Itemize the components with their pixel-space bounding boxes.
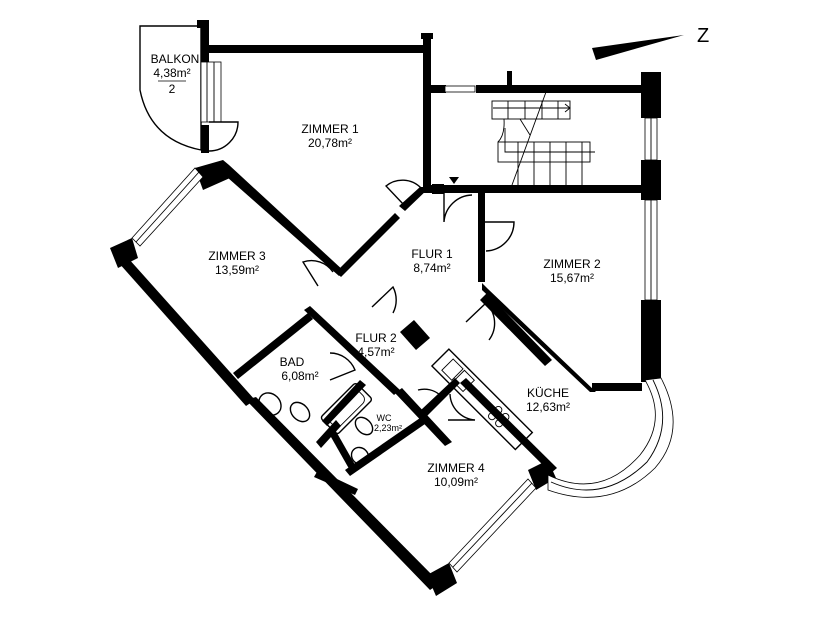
window-stair-top: [444, 85, 476, 93]
door-zimmer2: [485, 221, 515, 252]
wall-flur1-diagonal: [336, 213, 400, 277]
label-zimmer1-name: ZIMMER 1: [301, 122, 359, 136]
staircase: [491, 91, 595, 186]
wall-z4-kueche: [460, 378, 557, 473]
doors: [208, 121, 515, 421]
label-zimmer2-name: ZIMMER 2: [543, 257, 601, 271]
door-zimmer3: [301, 259, 334, 287]
door-flur2: [371, 285, 397, 314]
wall-stair-bottom: [430, 185, 645, 193]
wall-bad-wc: [322, 380, 366, 426]
bad-sink: [258, 392, 282, 416]
label-bad-area: 6,08m²: [281, 369, 318, 383]
wall-east-bottom: [641, 300, 661, 382]
kitchen-counter: [430, 348, 534, 451]
door-bad: [329, 352, 356, 381]
label-balkon-name: BALKON: [151, 52, 200, 66]
corner-z3-left: [110, 238, 138, 268]
door-kueche: [465, 302, 496, 341]
wall-stair-top: [476, 85, 646, 93]
north-arrow-head: [592, 35, 684, 60]
wc-sink: [350, 446, 370, 466]
label-flur2-name: FLUR 2: [355, 331, 397, 345]
door-zimmer1: [384, 179, 422, 206]
north-arrow: Z: [592, 25, 709, 60]
wall-bad-top: [233, 313, 313, 379]
wall-wc-bottom: [345, 418, 425, 476]
wall-z1-right: [423, 33, 431, 193]
walls: [110, 20, 661, 596]
wall-z3-sw: [118, 258, 255, 406]
label-zimmer1-area: 20,78m²: [308, 136, 352, 150]
north-label: Z: [697, 25, 709, 47]
label-kueche-name: KÜCHE: [527, 386, 569, 400]
room-labels: BALKON 4,38m² 2 ZIMMER 1 20,78m² ZIMMER …: [151, 52, 601, 489]
label-balkon-number: 2: [169, 82, 176, 96]
label-zimmer3-area: 13,59m²: [215, 263, 259, 277]
wall-z1-left-bottom: [201, 125, 209, 153]
wall-z3-ne: [219, 160, 345, 276]
label-zimmer4-name: ZIMMER 4: [427, 461, 485, 475]
label-flur2-area: 4,57m²: [357, 345, 394, 359]
door-balkon: [208, 121, 239, 152]
label-zimmer3-name: ZIMMER 3: [208, 249, 266, 263]
wc-toilet: [354, 416, 374, 436]
label-bad-name: BAD: [280, 355, 305, 369]
label-zimmer4-area: 10,09m²: [434, 475, 478, 489]
wall-flur2-left: [304, 306, 400, 395]
wall-east-top: [641, 72, 661, 118]
fixtures: [258, 348, 534, 466]
balcony-window: [200, 61, 222, 123]
wall-z1-left-top: [201, 20, 209, 62]
window-kueche-bay: [547, 377, 674, 498]
label-wc-area: 2,23m²: [374, 423, 402, 433]
wall-z1-top: [206, 45, 430, 53]
entrance-marker: [449, 177, 459, 184]
label-kueche-area: 12,63m²: [526, 400, 570, 414]
door-zimmer4: [448, 393, 476, 421]
wall-z2-left: [478, 192, 485, 282]
label-flur1-name: FLUR 1: [411, 247, 453, 261]
label-flur1-area: 8,74m²: [413, 261, 450, 275]
windows: [131, 85, 674, 573]
label-balkon-area: 4,38m²: [153, 66, 190, 80]
door-wc: [417, 388, 442, 413]
label-zimmer2-area: 15,67m²: [550, 271, 594, 285]
pillar-kitchen: [400, 320, 430, 350]
bad-bathtub: [320, 382, 373, 435]
corner-south: [427, 563, 457, 596]
door-flur1-stair: [443, 193, 473, 223]
bad-toilet: [289, 401, 311, 423]
label-wc-name: WC: [377, 413, 392, 423]
balcony-outline: [139, 25, 202, 151]
wall-south-diagonal: [246, 397, 440, 590]
